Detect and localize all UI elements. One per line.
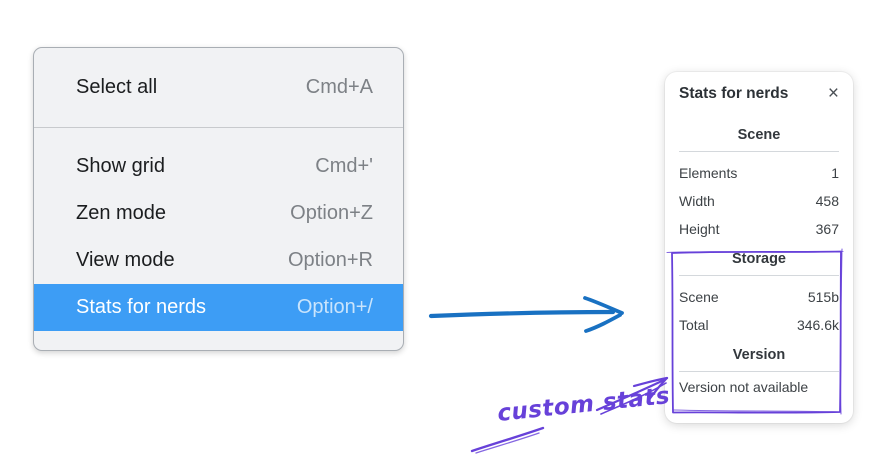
annotation-label: custom stats [496, 383, 672, 427]
menu-item-shortcut: Option+R [287, 249, 373, 271]
stat-label: Height [679, 221, 720, 237]
stats-panel-title: Stats for nerds [679, 84, 789, 102]
menu-item-label: Show grid [76, 155, 165, 177]
section-heading-scene: Scene [737, 127, 781, 143]
stats-panel-header: Stats for nerds × [679, 84, 839, 103]
menu-divider [34, 127, 403, 128]
context-menu: Select all Cmd+A Show grid Cmd+' Zen mod… [33, 47, 404, 351]
menu-item-label: Zen mode [76, 202, 167, 224]
stat-row-height: Height 367 [679, 215, 839, 243]
menu-item-shortcut: Option+/ [296, 296, 373, 318]
stat-label: Total [679, 317, 709, 333]
version-note: Version not available [679, 379, 809, 395]
close-button[interactable]: × [828, 84, 839, 103]
stats-panel: Stats for nerds × Scene Elements 1 Width… [665, 72, 853, 423]
stat-value: 1 [831, 165, 839, 181]
stat-value: 367 [815, 221, 839, 237]
section-divider [679, 371, 839, 372]
stat-row-scene-storage: Scene 515b [679, 283, 839, 311]
stat-row-elements: Elements 1 [679, 159, 839, 187]
stat-label: Width [679, 193, 715, 209]
menu-item-show-grid[interactable]: Show grid Cmd+' [34, 143, 403, 190]
section-heading-version: Version [732, 347, 786, 363]
menu-section-bottom: Show grid Cmd+' Zen mode Option+Z View m… [34, 128, 403, 331]
section-divider [679, 151, 839, 152]
stat-value: 515b [807, 289, 839, 305]
menu-item-view-mode[interactable]: View mode Option+R [34, 237, 403, 284]
section-divider [679, 275, 839, 276]
menu-item-label: Select all [76, 76, 158, 98]
menu-item-shortcut: Option+Z [290, 202, 373, 224]
menu-item-shortcut: Cmd+' [315, 155, 373, 177]
stat-label: Elements [679, 165, 738, 181]
menu-item-shortcut: Cmd+A [305, 76, 373, 98]
menu-item-select-all[interactable]: Select all Cmd+A [34, 64, 403, 111]
section-heading-storage: Storage [732, 251, 786, 267]
stat-label: Scene [679, 289, 719, 305]
menu-section-top: Select all Cmd+A [34, 48, 403, 127]
stat-row-total-storage: Total 346.6k [679, 311, 839, 339]
stat-value: 458 [815, 193, 839, 209]
menu-item-label: View mode [76, 249, 175, 271]
close-icon: × [827, 83, 839, 104]
blue-arrow [428, 296, 624, 333]
stat-row-width: Width 458 [679, 187, 839, 215]
menu-item-label: Stats for nerds [76, 296, 207, 318]
menu-item-stats-for-nerds[interactable]: Stats for nerds Option+/ [34, 284, 403, 331]
stat-value: 346.6k [796, 317, 839, 333]
menu-item-zen-mode[interactable]: Zen mode Option+Z [34, 190, 403, 237]
